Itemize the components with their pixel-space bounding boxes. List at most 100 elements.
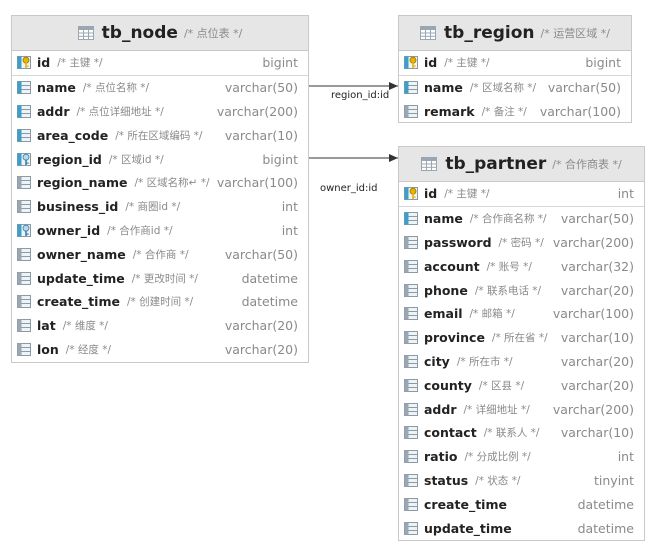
field-row-owner-name[interactable]: owner_name/* 合作商 */varchar(50): [12, 242, 308, 266]
field-name: update_time: [37, 270, 125, 286]
field-row-owner-id[interactable]: owner_id /* 合作商id */ int: [12, 219, 308, 243]
field-row-lon[interactable]: lon/* 经度 */varchar(20): [12, 338, 308, 362]
relation-label-owner: owner_id:id: [320, 183, 378, 194]
primary-key-icon: [404, 187, 418, 201]
field-comment: /* 所在市 */: [456, 355, 513, 368]
field-row-id[interactable]: id/* 主键 */bigint: [399, 51, 631, 76]
column-icon: [404, 81, 418, 95]
column-icon: [404, 402, 418, 416]
field-row-id[interactable]: id/* 主键 */int: [399, 182, 644, 207]
field-comment: /* 经度 */: [65, 343, 112, 356]
column-icon: [17, 271, 31, 285]
field-name: addr: [37, 103, 70, 119]
field-comment: /* 密码 */: [498, 236, 544, 249]
column-icon: [404, 497, 418, 511]
field-row-update-time[interactable]: update_time/* 更改时间 */datetime: [12, 266, 308, 290]
column-icon: [404, 521, 418, 535]
column-icon: [404, 331, 418, 345]
column-icon: [17, 200, 31, 214]
table-comment: /* 点位表 */: [183, 27, 243, 40]
field-comment: /* 创建时间 */: [126, 296, 194, 309]
field-name: update_time: [424, 520, 512, 536]
field-row-name[interactable]: name/* 区域名称 */varchar(50): [399, 76, 631, 100]
field-name: addr: [424, 401, 457, 417]
column-icon: [17, 295, 31, 309]
field-comment: /* 账号 */: [486, 260, 532, 273]
field-row-phone[interactable]: phone/* 联系电话 */varchar(20): [399, 278, 644, 302]
field-type: int: [617, 449, 634, 465]
field-name: county: [424, 377, 472, 393]
field-name: id: [424, 55, 438, 71]
field-type: int: [281, 199, 298, 215]
field-row-status[interactable]: status/* 状态 */tinyint: [399, 469, 644, 493]
field-comment: /* 主键 */: [57, 57, 103, 70]
field-comment: /* 联系电话 */: [474, 284, 542, 297]
field-row-province[interactable]: province/* 所在省 */varchar(10): [399, 326, 644, 350]
field-row-name[interactable]: name /* 合作商名称 */ varchar(50): [399, 207, 644, 231]
field-comment: /* 邮箱 */: [469, 308, 515, 321]
field-name: lon: [37, 341, 59, 357]
table-title: tb_node: [101, 23, 178, 43]
field-row-city[interactable]: city/* 所在市 */varchar(20): [399, 350, 644, 374]
field-name: password: [424, 234, 492, 250]
field-type: int: [281, 222, 298, 238]
field-type: bigint: [262, 151, 298, 167]
field-row-create-time[interactable]: create_time/* 创建时间 */datetime: [12, 290, 308, 314]
field-name: owner_id: [37, 222, 101, 238]
field-row-id[interactable]: id/* 主键 */bigint: [12, 51, 308, 76]
table-tb-partner[interactable]: tb_partner/* 合作商表 */id/* 主键 */int name /* …: [398, 146, 645, 541]
field-row-account[interactable]: account/* 账号 */varchar(32): [399, 254, 644, 278]
field-row-county[interactable]: county/* 区县 */varchar(20): [399, 373, 644, 397]
field-row-remark[interactable]: remark/* 备注 */varchar(100): [399, 100, 631, 124]
field-comment: /* 区域id */: [108, 153, 164, 166]
field-type: bigint: [262, 55, 298, 71]
column-icon: [404, 378, 418, 392]
field-comment: /* 所在区域编码 */: [115, 129, 203, 142]
field-row-ratio[interactable]: ratio/* 分成比例 */int: [399, 445, 644, 469]
field-type: varchar(10): [224, 127, 298, 143]
field-name: account: [424, 258, 480, 274]
field-row-business-id[interactable]: business_id/* 商圈id */int: [12, 195, 308, 219]
field-row-addr[interactable]: addr/* 点位详细地址 */varchar(200): [12, 100, 308, 124]
relation-label-region: region_id:id: [331, 90, 390, 101]
primary-key-icon: [404, 56, 418, 70]
field-type: varchar(100): [552, 306, 634, 322]
column-icon: [17, 104, 31, 118]
field-type: varchar(50): [560, 211, 634, 227]
field-comment: /* 备注 */: [481, 105, 527, 118]
table-header[interactable]: tb_node /* 点位表 */: [12, 16, 308, 51]
field-comment: /* 更改时间 */: [131, 272, 198, 285]
field-name: region_id: [37, 151, 102, 167]
foreign-key-icon: [17, 152, 31, 166]
field-row-name[interactable]: name/* 点位名称 */varchar(50): [12, 76, 308, 100]
field-comment: /* 维度 */: [62, 320, 108, 333]
field-row-addr[interactable]: addr/* 详细地址 */varchar(200): [399, 397, 644, 421]
field-row-area-code[interactable]: area_code/* 所在区域编码 */varchar(10): [12, 123, 308, 147]
field-row-contact[interactable]: contact/* 联系人 */varchar(10): [399, 421, 644, 445]
column-icon: [404, 283, 418, 297]
field-name: name: [424, 211, 463, 227]
field-comment: /* 状态 */: [475, 474, 521, 487]
field-row-region-name[interactable]: region_name/* 区域名称↵ */varchar(100): [12, 171, 308, 195]
field-comment: /* 详细地址 */: [463, 403, 530, 416]
table-title: tb_region: [444, 23, 535, 43]
field-name: owner_name: [37, 246, 126, 262]
field-comment: /* 合作商名称 */: [469, 213, 547, 226]
table-header[interactable]: tb_partner/* 合作商表 */: [399, 147, 644, 182]
table-header[interactable]: tb_region/* 运营区域 */: [399, 16, 631, 51]
field-row-password[interactable]: password/* 密码 */varchar(200): [399, 231, 644, 255]
primary-key-icon: [17, 56, 31, 70]
field-comment: /* 合作商id */: [107, 224, 173, 237]
field-row-email[interactable]: email/* 邮箱 */varchar(100): [399, 302, 644, 326]
field-row-lat[interactable]: lat/* 维度 */varchar(20): [12, 314, 308, 338]
field-name: status: [424, 472, 469, 488]
field-name: name: [424, 80, 463, 96]
field-type: varchar(20): [224, 318, 298, 334]
column-icon: [404, 426, 418, 440]
field-row-region-id[interactable]: region_id /* 区域id */ bigint: [12, 147, 308, 171]
field-type: varchar(20): [560, 353, 634, 369]
